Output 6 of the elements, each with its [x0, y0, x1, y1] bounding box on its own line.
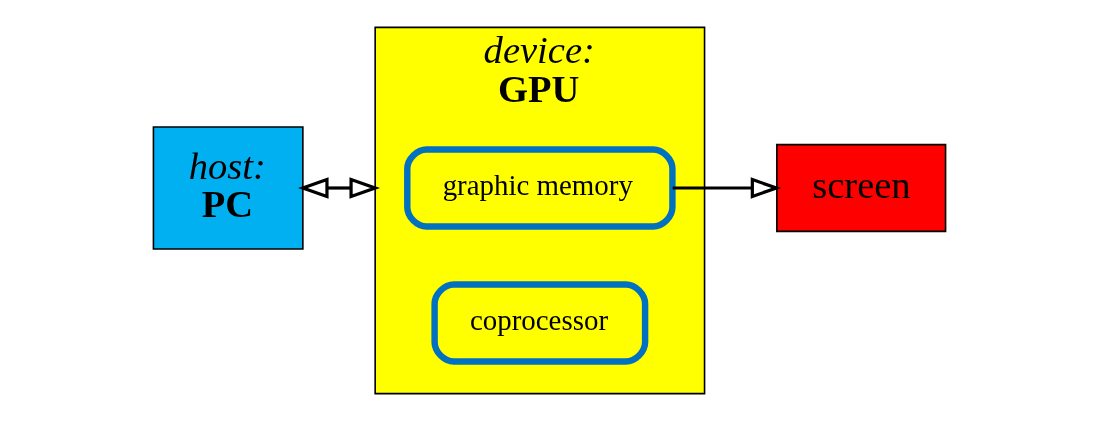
node-box: graphic memory: [403, 146, 676, 230]
arrow: [297, 177, 380, 199]
arrow: [672, 177, 781, 199]
node-box: screen: [775, 143, 946, 233]
node-box: coprocessor: [430, 281, 648, 365]
node-box: host: PC: [152, 126, 304, 250]
